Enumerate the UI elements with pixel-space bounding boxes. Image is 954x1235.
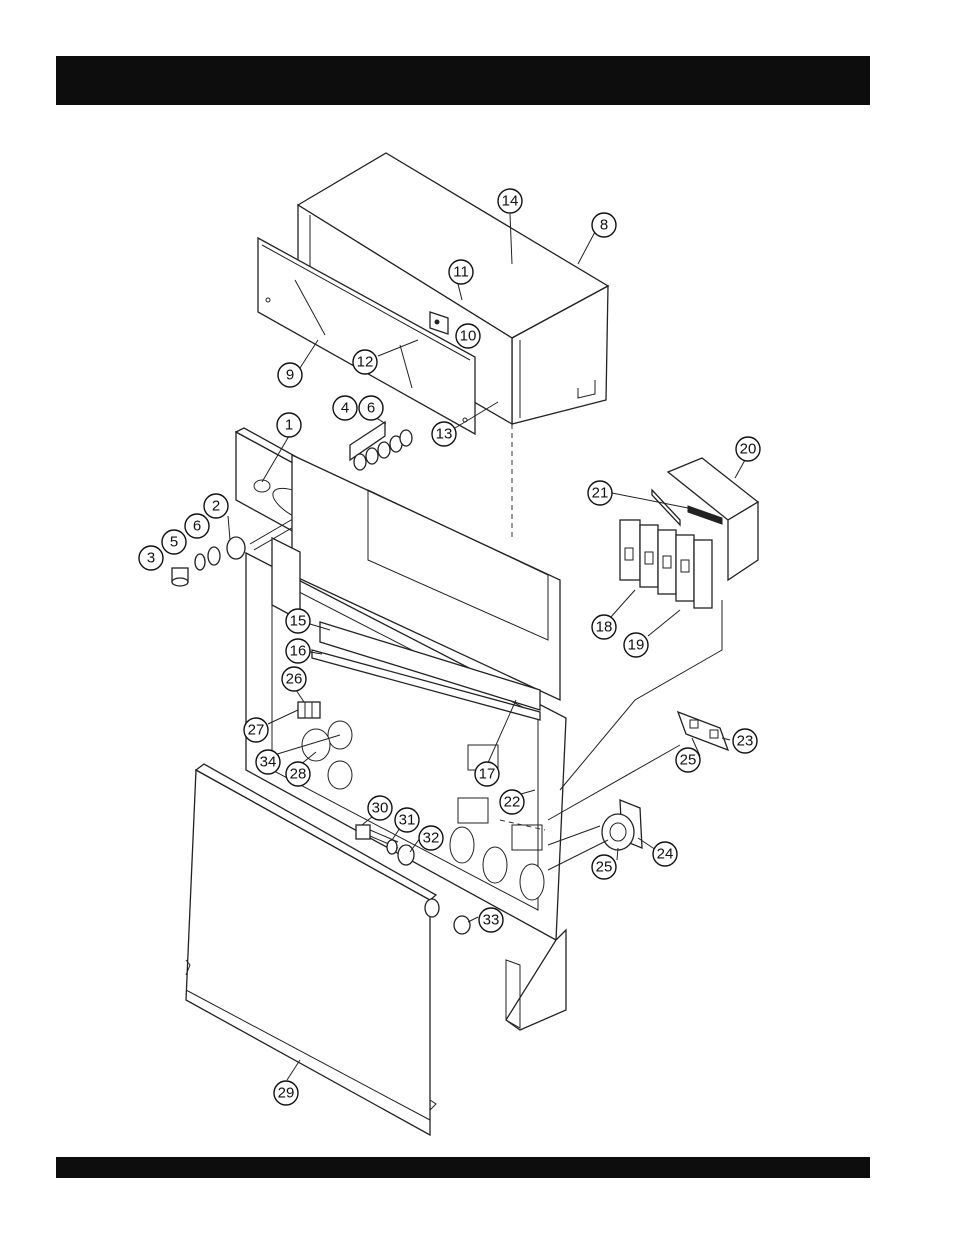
terminal-block: [298, 702, 320, 718]
svg-text:16: 16: [290, 643, 307, 660]
svg-text:14: 14: [502, 193, 519, 210]
svg-text:29: 29: [278, 1085, 295, 1102]
svg-text:18: 18: [596, 619, 613, 636]
twist-lock-receptacle: [602, 800, 642, 850]
callout-3: 3: [139, 546, 163, 570]
callout-22: 22: [500, 790, 524, 814]
callout-15: 15: [286, 609, 310, 633]
svg-text:25: 25: [596, 859, 613, 876]
svg-text:19: 19: [628, 637, 645, 654]
svg-text:28: 28: [290, 766, 307, 783]
callout-31: 31: [395, 808, 419, 832]
callout-24: 24: [653, 842, 677, 866]
callout-25a: 25: [676, 748, 700, 772]
callout-21: 21: [588, 481, 612, 505]
svg-text:2: 2: [212, 498, 220, 515]
callout-11: 11: [449, 260, 473, 284]
svg-text:4: 4: [341, 400, 349, 417]
svg-text:32: 32: [423, 830, 440, 847]
circuit-breaker-assembly: [620, 458, 758, 608]
callout-17: 17: [475, 762, 499, 786]
callout-18: 18: [592, 615, 616, 639]
duplex-receptacle: [678, 712, 728, 750]
callout-16: 16: [286, 639, 310, 663]
svg-text:9: 9: [286, 367, 294, 384]
callout-20: 20: [736, 437, 760, 461]
svg-text:25: 25: [680, 752, 697, 769]
svg-text:8: 8: [600, 217, 608, 234]
svg-text:13: 13: [436, 426, 453, 443]
callout-30: 30: [368, 796, 392, 820]
callout-4: 4: [333, 396, 357, 420]
callout-8: 8: [592, 213, 616, 237]
callout-29: 29: [274, 1081, 298, 1105]
svg-text:12: 12: [357, 354, 374, 371]
callout-10: 10: [456, 324, 480, 348]
svg-text:23: 23: [737, 733, 754, 750]
callout-19: 19: [624, 633, 648, 657]
svg-text:6: 6: [193, 518, 201, 535]
callout-9: 9: [278, 363, 302, 387]
svg-text:30: 30: [372, 800, 389, 817]
svg-text:27: 27: [248, 722, 265, 739]
svg-text:24: 24: [657, 846, 674, 863]
svg-text:17: 17: [479, 766, 496, 783]
callout-34: 34: [256, 750, 280, 774]
svg-text:6: 6: [367, 400, 375, 417]
svg-text:31: 31: [399, 812, 416, 829]
callout-33: 33: [479, 908, 503, 932]
callout-6a: 6: [359, 396, 383, 420]
svg-text:20: 20: [740, 441, 757, 458]
callout-25b: 25: [592, 855, 616, 879]
svg-text:33: 33: [483, 912, 500, 929]
svg-text:26: 26: [286, 671, 303, 688]
callout-6b: 6: [185, 514, 209, 538]
terminal-insulators: [350, 422, 412, 470]
svg-text:1: 1: [285, 417, 293, 434]
svg-text:15: 15: [290, 613, 307, 630]
svg-text:21: 21: [592, 485, 609, 502]
callout-14: 14: [498, 189, 522, 213]
svg-text:11: 11: [453, 264, 469, 281]
svg-text:34: 34: [260, 754, 277, 771]
callout-1: 1: [277, 413, 301, 437]
callout-13: 13: [432, 422, 456, 446]
svg-text:22: 22: [504, 794, 521, 811]
callout-12: 12: [353, 350, 377, 374]
callout-23: 23: [733, 729, 757, 753]
callout-2: 2: [204, 494, 228, 518]
callout-26: 26: [282, 667, 306, 691]
callout-28: 28: [286, 762, 310, 786]
callout-27: 27: [244, 718, 268, 742]
svg-text:10: 10: [460, 328, 477, 345]
svg-text:5: 5: [170, 534, 178, 551]
callout-32: 32: [419, 826, 443, 850]
callout-5: 5: [162, 530, 186, 554]
svg-text:3: 3: [147, 550, 155, 567]
